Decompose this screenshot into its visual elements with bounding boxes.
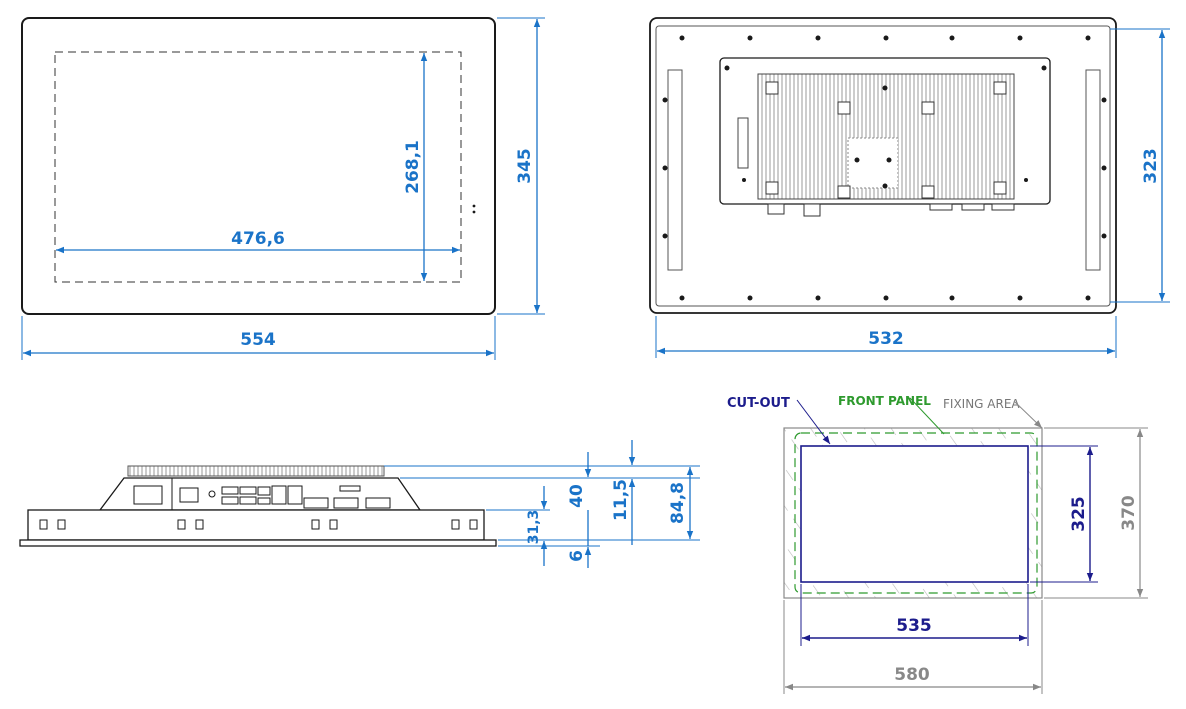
side-small-port — [208, 490, 216, 498]
front-panel-label: FRONT PANEL — [838, 394, 931, 408]
side-total-depth-label: 84,8 — [668, 482, 688, 524]
cutout-leader — [796, 399, 831, 445]
side-depth-11-5-label: 11,5 — [611, 479, 631, 521]
rear-center-plate — [847, 137, 899, 189]
side-heatsink-fins — [127, 465, 385, 477]
fixing-area-leader — [1013, 400, 1043, 429]
rear-center-holes — [854, 85, 892, 189]
front-panel-dashed-outline — [794, 432, 1038, 594]
rear-panel-inner — [655, 25, 1111, 307]
front-view: 476,6 268,1 554 345 — [21, 17, 545, 360]
rear-perimeter-screws — [662, 35, 1107, 301]
cutout-height-label: 325 — [1069, 496, 1089, 532]
fixing-height-label: 370 — [1119, 495, 1139, 531]
side-depth-31-3-label: 31,3 — [526, 510, 542, 545]
front-height-label: 345 — [515, 148, 535, 184]
display-area-outline — [54, 51, 462, 283]
side-io-ports — [133, 485, 391, 509]
display-width-label: 476,6 — [231, 229, 285, 249]
cutout-outline — [800, 445, 1029, 583]
side-depth-40-label: 40 — [567, 484, 587, 508]
rear-connectors — [767, 203, 1015, 217]
side-view: 84,8 11,5 40 6 31,3 — [19, 440, 700, 568]
front-width-label: 554 — [240, 330, 276, 350]
fixing-area-label: FIXING AREA — [943, 397, 1020, 411]
front-led-dot-2 — [472, 210, 476, 214]
rear-height-label: 323 — [1141, 148, 1161, 184]
cutout-label: CUT-OUT — [727, 396, 790, 411]
rear-right-rail — [1085, 69, 1101, 271]
rear-left-rail — [667, 69, 683, 271]
front-led-dot — [472, 204, 476, 208]
fixing-width-label: 580 — [894, 665, 930, 685]
rear-width-label: 532 — [868, 329, 904, 349]
front-panel-leader — [909, 397, 945, 435]
side-front-bezel — [19, 539, 497, 547]
cutout-view: CUT-OUT FRONT PANEL FIXING AREA 535 580 … — [727, 394, 1148, 694]
rear-view: 532 323 — [649, 17, 1170, 358]
side-panel-body — [27, 509, 485, 541]
side-depth-6-label: 6 — [567, 550, 587, 562]
cutout-width-label: 535 — [896, 616, 932, 636]
side-fixing-clips — [39, 519, 478, 530]
display-height-label: 268,1 — [403, 140, 423, 194]
rear-heatsink-mounts — [765, 81, 1007, 199]
rear-io-slot — [737, 117, 749, 169]
front-panel-outline — [21, 17, 496, 315]
